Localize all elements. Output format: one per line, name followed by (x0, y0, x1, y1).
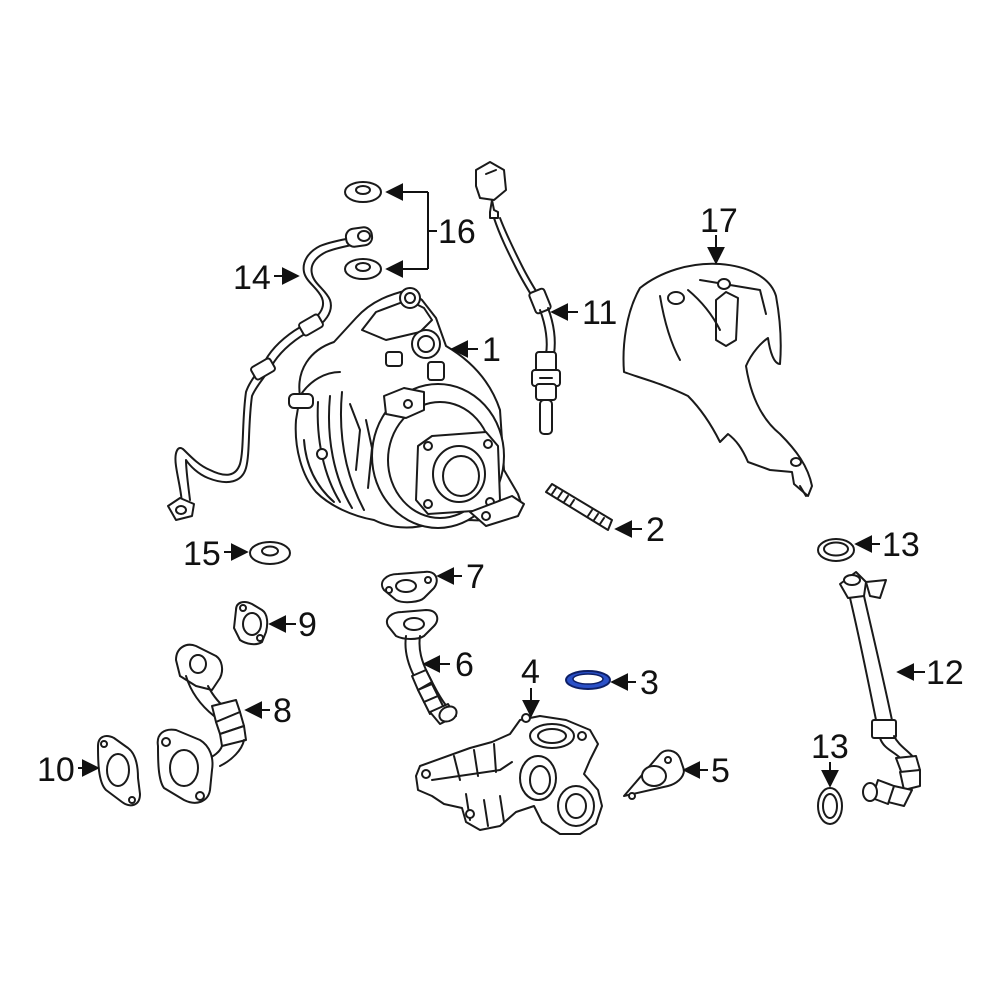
callout-12: 12 (926, 654, 964, 692)
callout-5: 5 (711, 752, 730, 790)
callout-16: 16 (438, 213, 476, 251)
callout-7: 7 (466, 558, 485, 596)
part-7-gasket[interactable] (380, 570, 438, 604)
callout-9: 9 (298, 606, 317, 644)
part-3-o-ring-highlighted[interactable] (565, 670, 611, 690)
part-5-gasket[interactable] (623, 749, 685, 800)
part-4-housing[interactable] (415, 713, 603, 835)
callout-15: 15 (183, 535, 221, 573)
callout-1: 1 (482, 331, 501, 369)
part-9-gasket[interactable] (233, 601, 269, 646)
callout-3: 3 (640, 664, 659, 702)
part-15-washer[interactable] (249, 541, 291, 565)
part-2-stud[interactable] (545, 483, 613, 531)
callout-13-top: 13 (882, 526, 920, 564)
callout-16-bracket (385, 183, 437, 278)
part-8-egr-pipe[interactable] (156, 643, 247, 804)
part-17-heat-shield[interactable] (622, 262, 813, 497)
callout-6: 6 (455, 646, 474, 684)
part-14-oil-feed-line[interactable] (167, 226, 374, 521)
part-6-pipe[interactable] (386, 609, 459, 725)
part-13-seal-bottom[interactable] (817, 787, 843, 825)
callout-14: 14 (233, 259, 271, 297)
part-13-seal-top[interactable] (817, 538, 855, 562)
callout-8: 8 (273, 692, 292, 730)
part-1-turbocharger[interactable] (288, 287, 525, 529)
callout-13-bottom: 13 (811, 728, 849, 766)
part-12-coolant-pipe[interactable] (839, 571, 921, 807)
part-10-gasket[interactable] (97, 735, 141, 807)
callout-11: 11 (582, 294, 617, 332)
callout-17: 17 (700, 202, 738, 240)
callout-10: 10 (37, 751, 75, 789)
part-16-washers[interactable] (344, 181, 382, 280)
callout-2: 2 (646, 511, 665, 549)
part-11-temperature-sensor[interactable] (475, 161, 561, 435)
callout-4: 4 (521, 653, 540, 691)
